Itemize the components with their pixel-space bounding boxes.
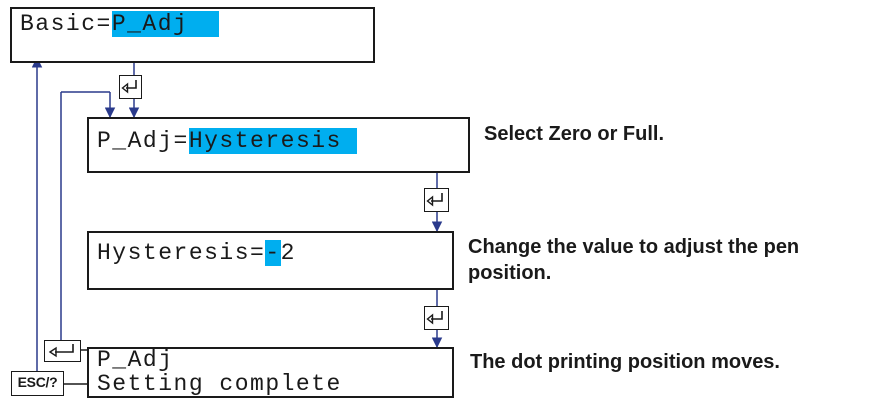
p-adj-value: Hysteresis [188,128,342,154]
complete-line-2: Setting complete [97,371,342,397]
esc-key: ESC/? [11,371,64,396]
basic-screen: Basic=P_Adj [10,7,375,63]
hysteresis-prefix: Hysteresis= [97,240,266,266]
enter-key-icon [119,75,142,99]
p-adj-prefix: P_Adj= [97,128,189,154]
basic-prefix: Basic= [20,11,112,37]
p-adj-screen: P_Adj=Hysteresis [87,117,470,173]
enter-key-icon [424,306,449,330]
hysteresis-cursor: - [265,240,281,266]
note-moves: The dot printing position moves. [470,351,780,373]
hysteresis-value: 2 [280,240,296,266]
hysteresis-screen: Hysteresis=-2 [87,231,454,290]
note-change: Change the value to adjust the pen posit… [468,236,800,284]
complete-line-1: P_Adj [97,347,174,373]
enter-key-icon [424,188,449,212]
enter-key-icon [44,340,81,362]
basic-value: P_Adj [111,11,189,37]
complete-screen: P_Adj Setting complete [87,347,454,398]
note-select: Select Zero or Full. [484,123,665,145]
